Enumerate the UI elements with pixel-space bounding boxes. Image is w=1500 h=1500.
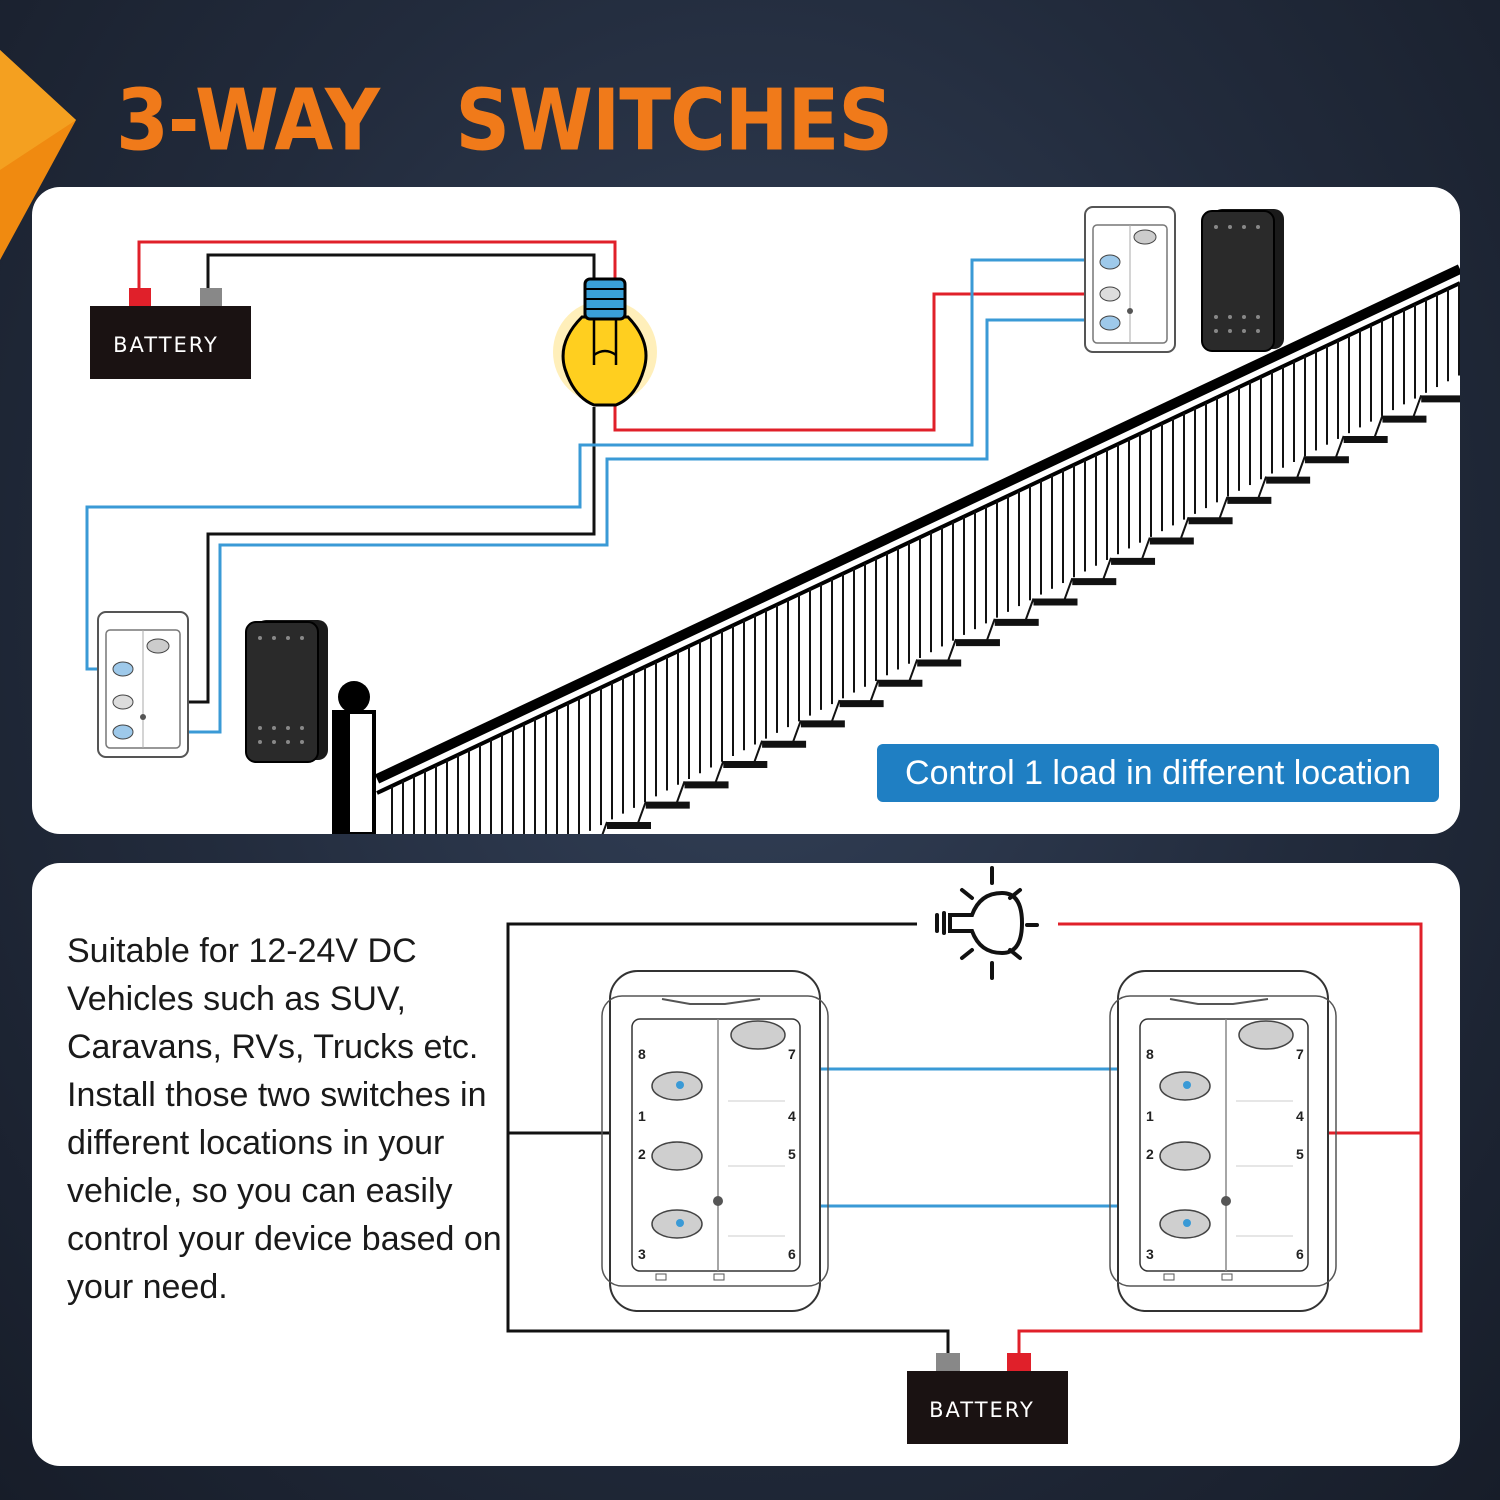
pin-4-label: 4 (788, 1108, 796, 1124)
right-switch-back: 8 7 1 4 2 5 3 6 (1109, 970, 1337, 1312)
stair-tread (723, 761, 768, 769)
stair-riser (985, 618, 996, 642)
page-title: 3-WAY SWITCHES (116, 70, 893, 170)
stair-riser (908, 659, 919, 682)
stair-tread (878, 679, 923, 687)
stair-tread (1111, 557, 1156, 565)
light-bulb-icon (553, 277, 657, 407)
stair-riser (1218, 496, 1229, 520)
black-wire (506, 922, 950, 1353)
pin-8-label: 8 (638, 1046, 646, 1062)
black-wire (146, 407, 596, 704)
stair-riser (1179, 516, 1190, 540)
staircase-diagram-panel: BATTERY (32, 187, 1460, 834)
pin-5-label: 5 (788, 1146, 796, 1162)
stair-tread (1343, 435, 1388, 443)
wire-terminals (676, 1081, 1191, 1227)
battery-label: BATTERY (113, 333, 219, 357)
stair-tread (607, 822, 651, 829)
pin-6-label: 6 (788, 1246, 796, 1262)
newel-post (332, 681, 376, 834)
pin-7-label: 7 (1296, 1046, 1304, 1062)
wiring-schematic: 8 7 1 4 2 5 3 6 8 (506, 866, 1423, 1444)
stair-riser (1257, 476, 1268, 499)
pin-3-label: 3 (1146, 1246, 1154, 1262)
lower-switch-back (97, 611, 189, 758)
stair-railing (374, 264, 1460, 834)
upper-rocker-switch (1201, 209, 1284, 352)
stair-riser (1295, 455, 1306, 479)
battery-label: BATTERY (929, 1398, 1035, 1422)
stair-riser (636, 801, 647, 825)
red-wire (137, 240, 617, 292)
stair-riser (1412, 394, 1423, 418)
stair-tread (994, 618, 1039, 626)
stair-riser (1024, 598, 1035, 621)
left-switch-back: 8 7 1 4 2 5 3 6 (601, 970, 829, 1312)
stair-tread (1304, 456, 1349, 464)
stair-riser (830, 699, 841, 723)
stair-tread (1421, 395, 1460, 403)
stair-tread (955, 639, 1000, 647)
stair-tread (1072, 578, 1117, 586)
wiring-diagram-panel: Suitable for 12-24V DC Vehicles such as … (32, 863, 1460, 1466)
blue-wire (85, 258, 1100, 671)
stair-riser (1373, 415, 1384, 438)
description-text: Suitable for 12-24V DC Vehicles such as … (67, 932, 502, 1306)
pin-8-label: 8 (1146, 1046, 1154, 1062)
pin-3-label: 3 (638, 1246, 646, 1262)
staircase (601, 394, 1460, 834)
stair-tread (1227, 496, 1272, 504)
pin-2-label: 2 (1146, 1146, 1154, 1162)
stair-riser (1334, 435, 1345, 459)
stair-tread (839, 700, 884, 708)
red-wire (1017, 922, 1423, 1353)
pin-1-label: 1 (638, 1108, 646, 1124)
battery: BATTERY (90, 288, 251, 379)
red-wire (613, 292, 1100, 432)
pin-5-label: 5 (1296, 1146, 1304, 1162)
black-wire (206, 253, 596, 292)
pin-1-label: 1 (1146, 1108, 1154, 1124)
stair-tread (1188, 517, 1233, 525)
caption-badge: Control 1 load in different location (877, 744, 1439, 802)
stair-riser (753, 740, 764, 764)
stair-riser (791, 720, 802, 743)
lower-rocker-switch (245, 620, 328, 763)
stair-tread (1033, 598, 1078, 606)
pin-4-label: 4 (1296, 1108, 1304, 1124)
stair-riser (1140, 537, 1151, 560)
battery: BATTERY (907, 1353, 1068, 1444)
stair-tread (1382, 415, 1427, 423)
stair-riser (714, 760, 725, 784)
pin-2-label: 2 (638, 1146, 646, 1162)
stair-tread (762, 740, 807, 748)
pin-6-label: 6 (1296, 1246, 1304, 1262)
stair-riser (1063, 577, 1074, 601)
stair-tread (800, 720, 845, 728)
pin-7-label: 7 (788, 1046, 796, 1062)
stair-tread (1149, 537, 1194, 545)
stair-riser (869, 679, 880, 703)
upper-switch-back (1084, 206, 1176, 353)
stair-riser (1102, 557, 1112, 581)
stair-tread (917, 659, 962, 667)
stair-riser (947, 638, 957, 662)
blue-wire (122, 318, 1100, 734)
staircase-wiring-illustration: BATTERY (85, 206, 1460, 834)
stair-riser (675, 781, 686, 804)
corner-accent-shape (0, 50, 76, 260)
stair-tread (684, 781, 729, 789)
stair-tread (1266, 476, 1311, 484)
stair-riser (601, 821, 608, 834)
light-bulb-icon (935, 866, 1039, 980)
stair-tread (645, 801, 690, 809)
